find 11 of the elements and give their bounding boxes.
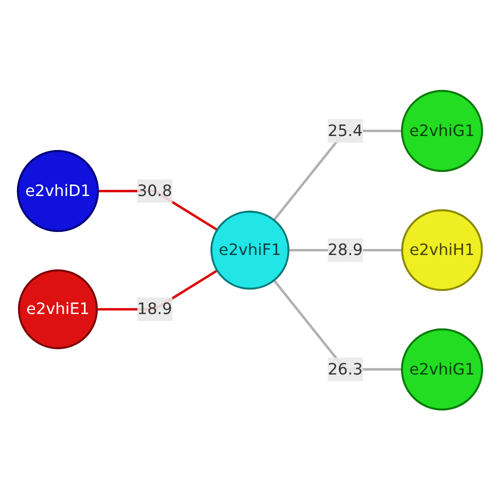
node-circle: e2vhiH1 — [401, 209, 483, 291]
node-circle: e2vhiD1 — [16, 150, 99, 232]
node-circle: e2vhiF1 — [210, 210, 290, 290]
node-circle: e2vhiG1 — [400, 328, 484, 410]
edge-label: 26.3 — [328, 359, 363, 378]
node-circle: e2vhiG1 — [400, 90, 484, 172]
edge-label: 28.9 — [328, 240, 363, 259]
edge-label: 25.4 — [328, 120, 363, 140]
edge-label: 30.8 — [137, 181, 172, 200]
edge-label: 18.9 — [137, 299, 172, 318]
node-circle: e2vhiE1 — [18, 269, 98, 350]
